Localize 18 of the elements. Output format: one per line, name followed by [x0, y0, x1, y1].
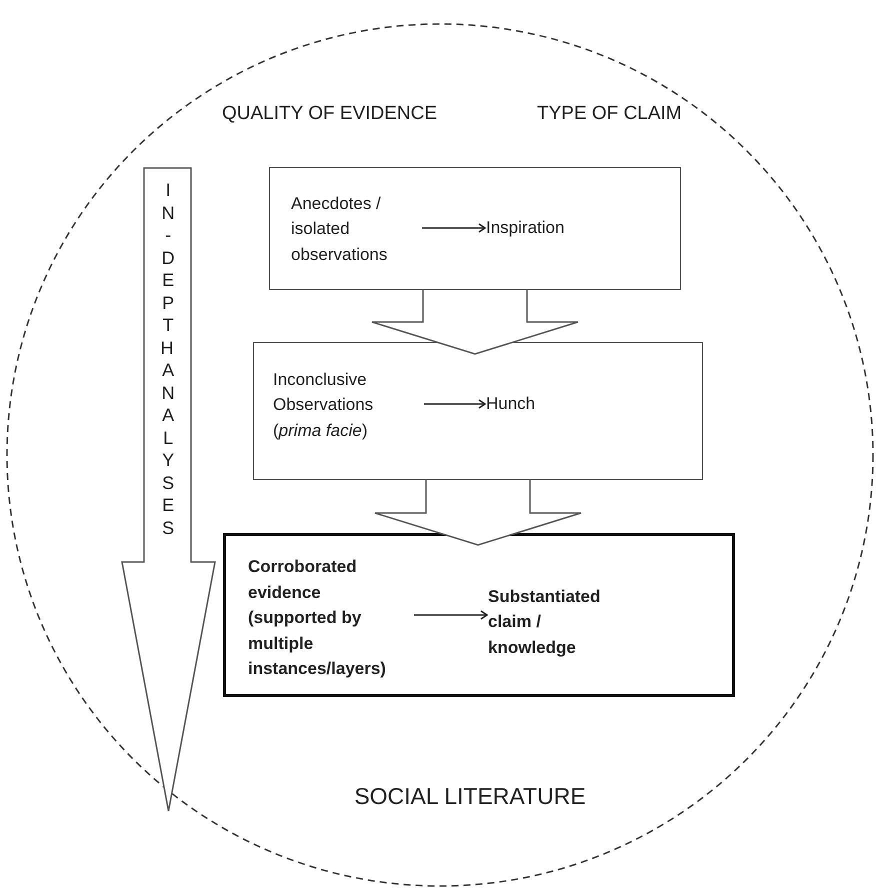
- stage-box: [253, 342, 703, 480]
- stage-text: Inconclusive Observations (prima facie): [273, 368, 374, 442]
- arrow: [422, 223, 486, 233]
- arrow: [414, 610, 488, 620]
- column-heading: QUALITY OF EVIDENCE: [222, 103, 438, 125]
- block-arrow: [374, 479, 582, 546]
- stage-box: [223, 533, 735, 697]
- stage-text: Hunch: [486, 393, 536, 416]
- circle-title: SOCIAL LITERATURE: [353, 782, 587, 811]
- column-heading: TYPE OF CLAIM: [537, 103, 682, 125]
- block-arrow: [371, 289, 579, 355]
- arrow: [424, 399, 486, 409]
- stage-text: Corroborated evidence (supported by multiple instances/layers): [248, 556, 387, 680]
- stage-text: Inspiration: [486, 217, 566, 240]
- vertical-text: IN-DEPTH ANALYSES: [160, 179, 176, 539]
- stage-text: Substantiated claim / knowledge: [488, 586, 602, 659]
- stage-text: Anecdotes / isolated observations: [291, 192, 388, 266]
- stage-box: [269, 167, 681, 290]
